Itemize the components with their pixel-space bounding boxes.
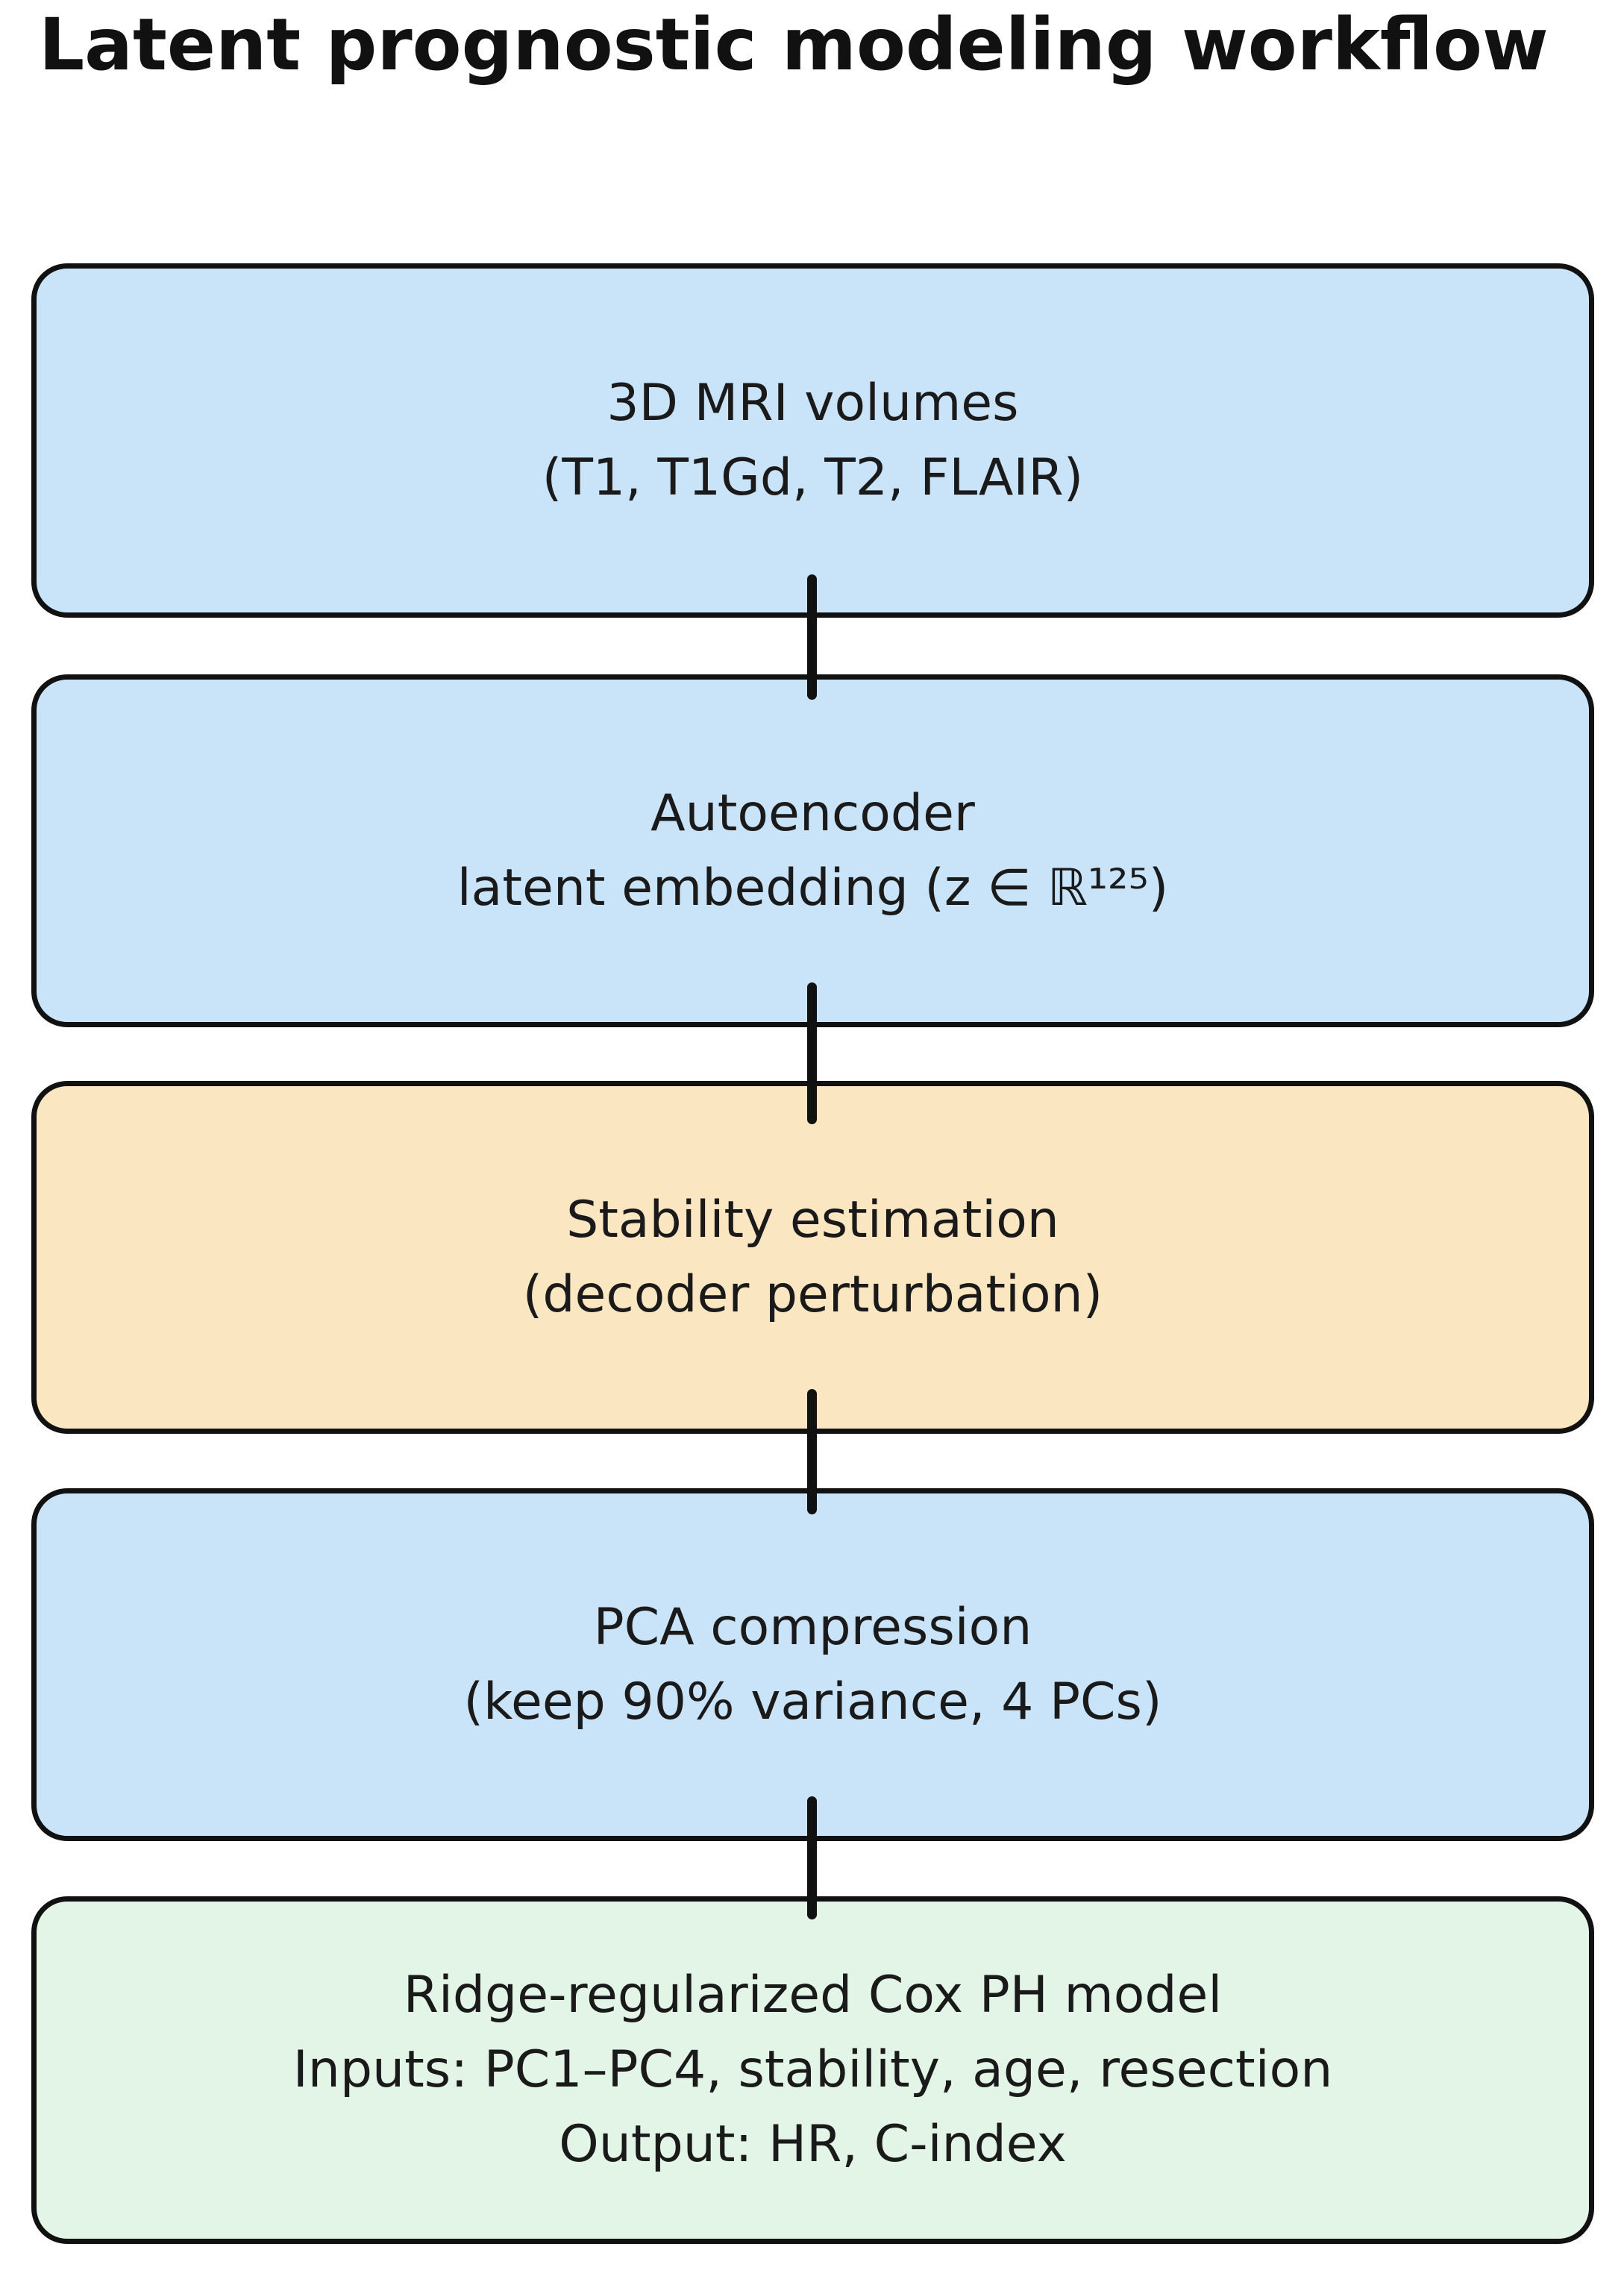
connector-autoencoder-to-stability xyxy=(807,982,817,1124)
node-mri-volumes: 3D MRI volumes (T1, T1Gd, T2, FLAIR) xyxy=(31,263,1594,618)
node-stability-estimation-text: Stability estimation (decoder perturbati… xyxy=(523,1183,1103,1332)
node-stability-estimation: Stability estimation (decoder perturbati… xyxy=(31,1081,1594,1434)
node-mri-volumes-line-2: (T1, T1Gd, T2, FLAIR) xyxy=(542,448,1084,507)
node-autoencoder-text: Autoencoder latent embedding (z ∈ ℝ¹²⁵) xyxy=(457,777,1168,926)
node-mri-volumes-text: 3D MRI volumes (T1, T1Gd, T2, FLAIR) xyxy=(542,366,1083,515)
connector-stability-to-pca xyxy=(807,1389,817,1514)
node-cox-model-line-1: Ridge-regularized Cox PH model xyxy=(403,1966,1223,2025)
connector-mri-to-autoencoder xyxy=(807,574,817,700)
diagram-title: Latent prognostic modeling workflow xyxy=(39,3,1549,87)
node-cox-model-line-2: Inputs: PC1–PC4, stability, age, resecti… xyxy=(292,2040,1333,2099)
node-pca-compression-line-1: PCA compression xyxy=(593,1597,1032,1657)
node-autoencoder-line-2: latent embedding (z ∈ ℝ¹²⁵) xyxy=(457,858,1169,918)
node-stability-estimation-line-1: Stability estimation xyxy=(566,1190,1059,1250)
node-autoencoder: Autoencoder latent embedding (z ∈ ℝ¹²⁵) xyxy=(31,674,1594,1027)
node-autoencoder-line-1: Autoencoder xyxy=(650,783,975,843)
node-cox-model: Ridge-regularized Cox PH model Inputs: P… xyxy=(31,1896,1594,2244)
node-pca-compression-text: PCA compression (keep 90% variance, 4 PC… xyxy=(464,1590,1162,1740)
node-mri-volumes-line-1: 3D MRI volumes xyxy=(606,373,1019,433)
node-stability-estimation-line-2: (decoder perturbation) xyxy=(522,1264,1103,1324)
node-pca-compression-line-2: (keep 90% variance, 4 PCs) xyxy=(463,1672,1162,1731)
node-pca-compression: PCA compression (keep 90% variance, 4 PC… xyxy=(31,1488,1594,1841)
connector-pca-to-cox xyxy=(807,1796,817,1919)
node-cox-model-line-3: Output: HR, C-index xyxy=(559,2115,1067,2174)
node-cox-model-text: Ridge-regularized Cox PH model Inputs: P… xyxy=(293,1958,1333,2182)
